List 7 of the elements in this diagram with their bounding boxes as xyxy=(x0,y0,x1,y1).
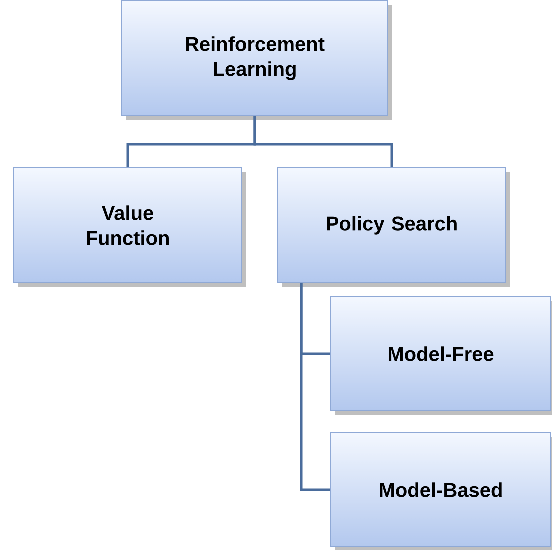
connector-line xyxy=(300,284,330,492)
box: Policy Search xyxy=(278,168,510,287)
box: Model-Free xyxy=(330,296,552,415)
box: Value Function xyxy=(14,168,246,287)
connector-line xyxy=(254,116,394,168)
box: Reinforcement Learning xyxy=(122,0,392,120)
box: Model-Based xyxy=(330,432,552,550)
